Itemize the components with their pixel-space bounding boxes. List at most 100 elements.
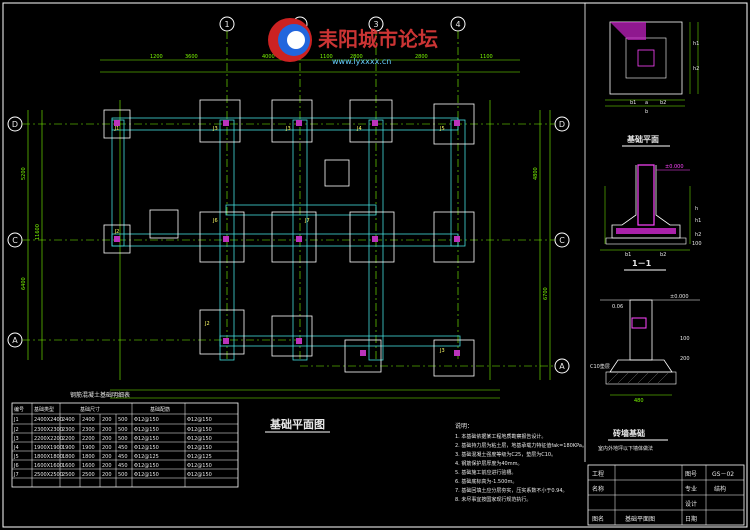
detail3-label: C10垫层	[590, 363, 610, 370]
table-cell: 1800	[82, 454, 95, 460]
table-cell: Φ12@150	[134, 427, 159, 433]
footing-label: J6	[212, 218, 218, 224]
tb-cell: 基础平面图	[625, 515, 655, 523]
table-cell: Φ12@150	[187, 436, 212, 442]
note-line: 5. 基础施工前应进行验槽。	[455, 469, 516, 476]
table-cell: Φ12@150	[134, 472, 159, 478]
table-cell: Φ12@125	[187, 454, 212, 460]
dim-text: 1100	[320, 54, 333, 60]
table-cell: 450	[118, 454, 128, 460]
detail1-title: 基础平面	[626, 134, 659, 144]
axis-label: C	[12, 236, 18, 245]
axis-label: A	[559, 362, 565, 371]
table-cell: 500	[118, 472, 128, 478]
tb-cell: 设计	[685, 500, 697, 508]
footing-label: J1	[114, 126, 120, 132]
note-line: 4. 钢筋保护层厚度为40mm。	[455, 460, 522, 467]
detail-section-1-1: ±0.000 h h1 h2 b1 b2 100 1－1	[600, 164, 702, 271]
table-cell: 1800	[62, 454, 75, 460]
table-cell: Φ12@150	[134, 436, 159, 442]
footing-label: J2	[204, 321, 210, 327]
detail2-label: b2	[660, 252, 666, 258]
table-cell: 1900	[62, 445, 75, 451]
table-cell: 500	[118, 427, 128, 433]
detail1-label: b	[645, 109, 648, 115]
table-cell: 2300X2300	[34, 427, 63, 433]
note-line: 1. 本基础依据某工程地质勘察报告设计。	[455, 433, 546, 440]
footing-label: J3	[285, 126, 291, 132]
footing-label: J7	[304, 218, 310, 224]
table-cell: 2500	[82, 472, 95, 478]
tb-cell: 结构	[714, 485, 726, 493]
table-cell: 2300	[62, 427, 75, 433]
table-cell: Φ12@150	[187, 417, 212, 423]
axis-bubbles-side: D C A D C A	[7, 116, 570, 374]
tb-cell: 专业	[685, 485, 697, 493]
table-cell: J2	[13, 427, 19, 433]
dim-text: 1100	[480, 54, 493, 60]
table-cell: J3	[13, 436, 19, 442]
notes-heading: 说明：	[455, 422, 473, 430]
watermark-logo: 耒阳城市论坛 www.lyxxxx.cn	[268, 18, 438, 66]
note-line: 7. 基础回填土应分层夯实，压实系数不小于0.94。	[455, 487, 568, 494]
table-header: 编号	[14, 406, 24, 413]
tb-cell: GS－02	[712, 471, 734, 478]
columns	[114, 120, 460, 356]
dimension-texts: 1200 3600 4000 1100 2800 2800 1100 5200 …	[21, 54, 549, 300]
detail-brick-wall: ±0.000 0.06 100 200 C10垫层 480 砖墙基础 室内外地坪…	[590, 294, 700, 452]
tb-cell: 图号	[685, 471, 697, 478]
table-cell: 1600	[62, 463, 75, 469]
dim-text: 6700	[543, 287, 549, 300]
axis-label: 1	[224, 20, 229, 29]
axis-label: D	[559, 120, 565, 129]
table-header: 基础类型	[34, 406, 54, 413]
footing-labels: J1 J2 J3 J3 J4 J5 J6 J7 J2 J3	[114, 126, 445, 354]
tb-cell: 日期	[685, 515, 697, 523]
watermark-brand: 耒阳城市论坛	[318, 27, 438, 51]
table-cell: 2200	[82, 436, 95, 442]
table-cell: Φ12@150	[187, 472, 212, 478]
table-cell: 2400X2400	[34, 417, 63, 423]
axis-label: 4	[455, 20, 460, 29]
notes-lines: 1. 本基础依据某工程地质勘察报告设计。2. 基础持力层为粘土层，地基承载力特征…	[455, 433, 587, 503]
table-cell: 200	[102, 417, 112, 423]
detail1-label: h1	[693, 41, 699, 47]
notes: 说明： 1. 本基础依据某工程地质勘察报告设计。2. 基础持力层为粘土层，地基承…	[455, 422, 587, 503]
axis-label: 3	[373, 20, 378, 29]
dim-text: 1200	[150, 54, 163, 60]
table-cell: Φ12@150	[134, 463, 159, 469]
table-header: 基础尺寸	[80, 406, 100, 413]
dim-text: 5200	[21, 167, 27, 180]
table-cell: 450	[118, 445, 128, 451]
title-block: 工程 图号 GS－02 名称 专业 结构 设计 图名 基础平面图 日期	[587, 464, 745, 526]
detail3-subtitle: 室内外地坪以下墙体做法	[598, 445, 653, 452]
dim-text: 3600	[185, 54, 198, 60]
table-cell: Φ12@150	[187, 427, 212, 433]
detail2-label: 100	[692, 241, 702, 247]
table-cell: Φ12@150	[134, 417, 159, 423]
dim-text: 6400	[21, 277, 27, 290]
table-cell: 1800X1800	[34, 454, 63, 460]
tb-cell: 工程	[592, 470, 604, 478]
table-cell: 200	[102, 427, 112, 433]
note-line: 8. 未尽事宜按国家现行规范执行。	[455, 496, 531, 503]
ground-beams	[111, 117, 466, 361]
plan-title: 基础平面图	[269, 417, 325, 431]
dim-text: 2800	[415, 54, 428, 60]
table-title: 钢筋混凝土基础明细表	[70, 391, 130, 399]
dim-text: 4000	[262, 54, 275, 60]
table-cell: 200	[102, 436, 112, 442]
table-cell: 2300	[82, 427, 95, 433]
table-cell: 2400	[82, 417, 95, 423]
detail2-title: 1－1	[632, 259, 652, 268]
table-cell: 200	[102, 454, 112, 460]
table-cell: 2400	[62, 417, 75, 423]
dim-text: 2800	[350, 54, 363, 60]
table-cell: J1	[13, 417, 19, 423]
detail2-label: ±0.000	[665, 164, 684, 170]
table-cell: 450	[118, 463, 128, 469]
